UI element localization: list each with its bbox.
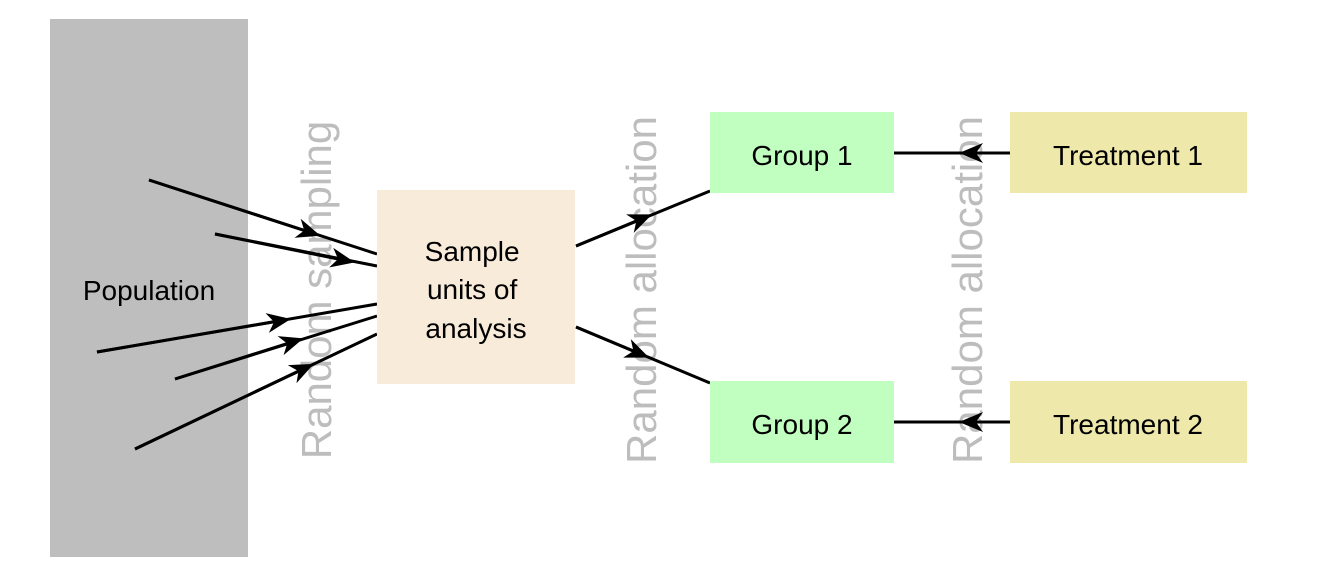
- treatment1-box: [1010, 112, 1247, 193]
- sampling-arrow-mid: [214, 232, 355, 268]
- group2-box: [710, 381, 894, 463]
- population-node: Population: [50, 19, 248, 557]
- population-box: [50, 19, 248, 557]
- sampling-arrow-mid: [174, 336, 304, 381]
- treatment1-label: Treatment 1: [1053, 140, 1203, 171]
- population-label: Population: [83, 275, 215, 306]
- allocation-arrows: [575, 189, 711, 385]
- allocation-arrow-group1-mid: [575, 214, 653, 248]
- treatment2-label: Treatment 2: [1053, 409, 1203, 440]
- sample-box: [377, 190, 575, 384]
- treatment2-node: Treatment 2: [1010, 381, 1247, 463]
- sample-label-line-2: units of: [427, 274, 517, 305]
- treatment1-node: Treatment 1: [1010, 112, 1247, 193]
- treatment2-box: [1010, 381, 1247, 463]
- group2-label: Group 2: [751, 409, 852, 440]
- sample-label-line-3: analysis: [425, 313, 526, 344]
- sample-label-line-1: Sample: [425, 236, 520, 267]
- treatment-arrows: [894, 143, 1010, 432]
- sample-label: Sample units of analysis: [425, 236, 528, 344]
- sampling-arrows: [96, 178, 378, 451]
- group1-box: [710, 112, 894, 193]
- sampling-arrow-mid: [148, 178, 321, 238]
- allocation-arrow-group2-mid: [575, 325, 650, 358]
- sampling-arrow-mid: [134, 363, 314, 451]
- random-allocation-label-2: Random allocation: [944, 116, 991, 464]
- random-allocation-label-1: Random allocation: [618, 116, 665, 464]
- group1-node: Group 1: [710, 112, 894, 193]
- sampling-arrow-mid: [96, 313, 291, 354]
- sample-node: Sample units of analysis: [377, 190, 575, 384]
- group1-label: Group 1: [751, 140, 852, 171]
- group2-node: Group 2: [710, 381, 894, 463]
- random-sampling-label: Random sampling: [293, 121, 340, 460]
